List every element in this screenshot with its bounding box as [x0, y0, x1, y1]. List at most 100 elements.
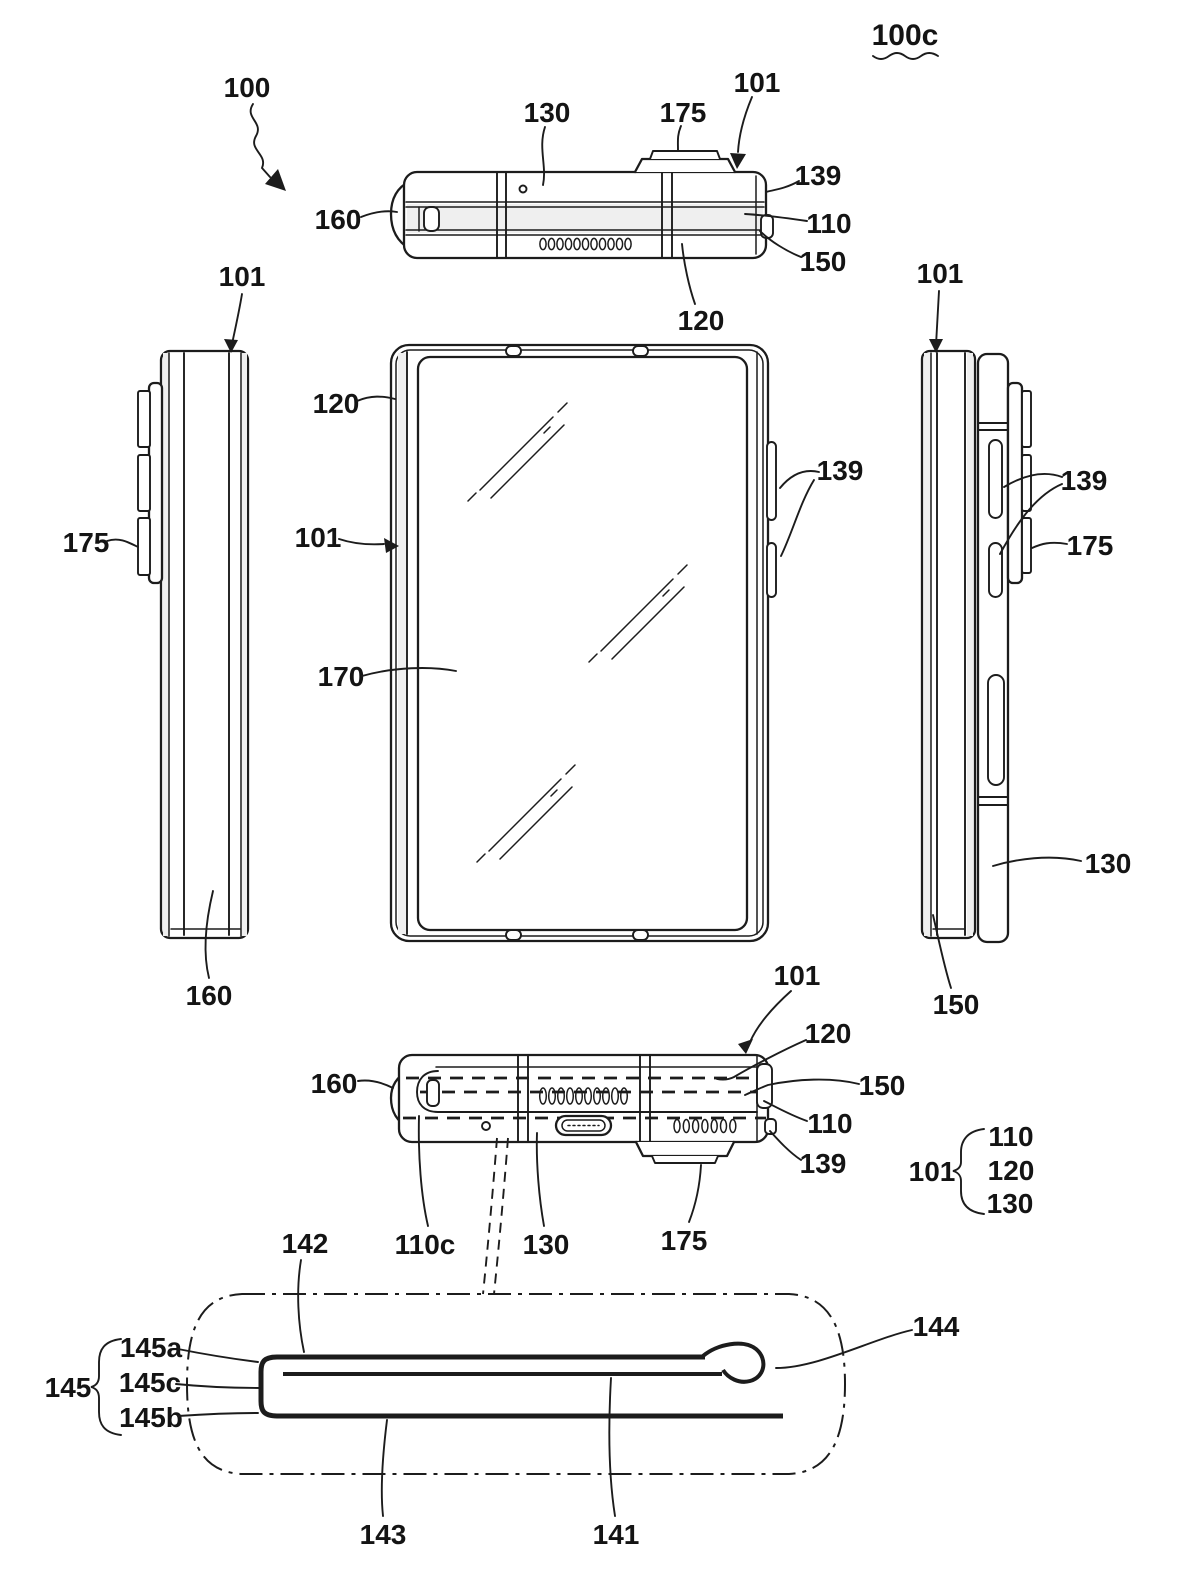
camera-bump-bottom-step — [651, 1155, 719, 1164]
left-side-view: 101 175 160 — [63, 261, 266, 1011]
leader-top-120 — [681, 243, 696, 305]
label-detail-144: 144 — [913, 1311, 960, 1342]
arrowhead-top-101 — [730, 153, 746, 169]
leader-bottom-110c — [417, 1115, 429, 1227]
leader-front-120 — [356, 395, 396, 402]
leader-front-101 — [338, 538, 385, 546]
leader-top-150 — [759, 230, 802, 258]
leader-detail-141 — [608, 1377, 616, 1517]
leader-detail-143 — [380, 1419, 388, 1517]
leader-left-160 — [204, 890, 214, 979]
hinge-knuckle — [423, 206, 440, 232]
label-detail-142: 142 — [282, 1228, 329, 1259]
label-front-120: 120 — [313, 388, 360, 419]
left-view-hatch-a — [163, 353, 169, 936]
label-top-150: 150 — [800, 246, 847, 277]
label-detail-145c: 145c — [119, 1367, 181, 1398]
leader-bottom-160 — [357, 1079, 394, 1089]
label-detail-141: 141 — [593, 1519, 640, 1550]
label-top-175: 175 — [660, 97, 707, 128]
right-view-hatch-b — [967, 353, 973, 936]
camera-bump-base — [633, 157, 737, 174]
leader-left-101 — [231, 293, 243, 345]
label-right-139: 139 — [1061, 465, 1108, 496]
display-screen — [416, 355, 749, 932]
label-top-100: 100 — [224, 72, 271, 103]
bottom-view: 101 120 150 110 139 160 110c 130 175 — [311, 960, 905, 1295]
section-connector-b — [493, 1137, 509, 1295]
speaker-coils-upper — [538, 1087, 629, 1105]
title-underline — [872, 52, 939, 60]
label-right-101: 101 — [917, 258, 964, 289]
camera-seg-right-3 — [1021, 517, 1032, 574]
camera-seg-right-2 — [1021, 454, 1032, 512]
bottom-edge-tab-left — [505, 929, 522, 941]
label-detail-143: 143 — [360, 1519, 407, 1550]
side-key-upper — [766, 441, 777, 521]
label-top-120: 120 — [678, 305, 725, 336]
leader-right-139-b — [999, 483, 1063, 555]
label-right-130: 130 — [1085, 848, 1132, 879]
side-key-lower — [766, 542, 777, 598]
label-bottom-101: 101 — [774, 960, 821, 991]
legend-brace — [952, 1128, 985, 1215]
arrowhead-right-101 — [929, 339, 943, 353]
bottom-edge-tab-right — [632, 929, 649, 941]
leader-front-139-a — [779, 470, 820, 489]
microphone-hole — [518, 184, 528, 194]
microphone-hole-bottom — [481, 1121, 491, 1131]
camera-seg-right-1 — [1021, 390, 1032, 448]
reference-legend: 101 110 120 130 — [909, 1121, 1035, 1219]
label-bottom-160: 160 — [311, 1068, 358, 1099]
legend-item-110: 110 — [988, 1121, 1033, 1152]
leader-top-110 — [744, 213, 808, 222]
right-side-view: 101 139 175 130 150 — [917, 258, 1132, 1020]
sim-tray-slot — [987, 674, 1005, 786]
label-left-101: 101 — [219, 261, 266, 292]
label-top-160: 160 — [315, 204, 362, 235]
screen-glare-marks — [467, 402, 688, 863]
camera-bump-bottom — [634, 1140, 736, 1158]
label-front-170: 170 — [318, 661, 365, 692]
leader-top-139 — [765, 180, 800, 193]
top-dividers — [496, 172, 673, 258]
label-right-150: 150 — [933, 989, 980, 1020]
leader-front-139-b — [780, 479, 815, 557]
leader-top-100 — [249, 103, 271, 178]
label-bottom-130: 130 — [523, 1229, 570, 1260]
section-connector-a — [482, 1137, 498, 1295]
figure-title-group: 100c — [872, 19, 939, 60]
right-view-display-half — [920, 349, 977, 940]
label-detail-145a: 145a — [120, 1332, 183, 1363]
cover-divider-upper — [978, 422, 1008, 431]
arrowhead-left-101 — [224, 339, 238, 353]
speaker-grille — [539, 237, 632, 251]
leader-bottom-120 — [716, 1039, 807, 1081]
label-top-139: 139 — [795, 160, 842, 191]
label-top-101: 101 — [734, 67, 781, 98]
leader-front-170 — [361, 667, 457, 677]
front-body-inner — [395, 349, 764, 937]
leader-top-101 — [737, 96, 753, 153]
right-view-layer-lines-2 — [936, 352, 966, 936]
top-edge-tab-left — [505, 345, 522, 357]
label-top-110: 110 — [806, 208, 851, 239]
left-view-body — [159, 349, 250, 940]
top-seam-lines — [405, 201, 765, 236]
leader-detail-145c — [175, 1383, 261, 1389]
cross-section-detail: 142 144 145 145a 145c 145b 143 141 — [45, 1228, 960, 1550]
leader-right-101 — [935, 290, 940, 346]
label-top-130: 130 — [524, 97, 571, 128]
label-bottom-139: 139 — [800, 1148, 847, 1179]
leader-top-130 — [541, 126, 546, 186]
leader-detail-144 — [775, 1329, 913, 1369]
legend-item-130: 130 — [987, 1188, 1034, 1219]
arrowhead-bottom-101 — [738, 1039, 753, 1054]
label-bottom-175: 175 — [661, 1225, 708, 1256]
folded-end-loop — [701, 1341, 766, 1384]
leader-right-139-a — [1003, 472, 1063, 488]
antenna-tab — [764, 1118, 777, 1135]
leader-right-130 — [992, 856, 1082, 867]
leader-detail-145a — [177, 1348, 259, 1363]
